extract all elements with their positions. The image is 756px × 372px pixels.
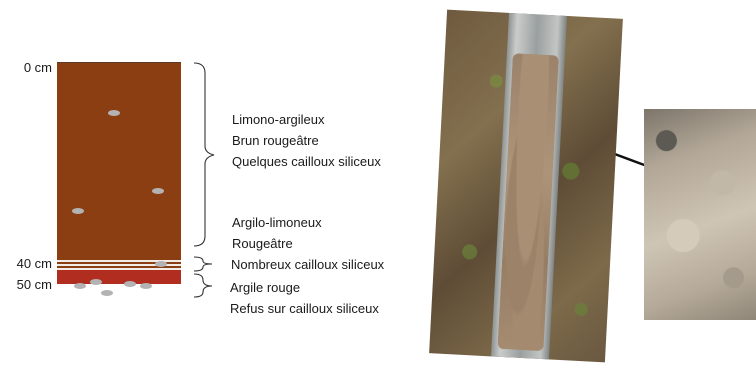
bracket-40cm — [194, 257, 212, 271]
description-line: Brun rougeâtre — [232, 130, 381, 151]
horizon-description-4: Argile rouge Refus sur cailloux siliceux — [230, 277, 379, 319]
description-line: Refus sur cailloux siliceux — [230, 298, 379, 319]
description-line: Argile rouge — [230, 277, 379, 298]
horizon-description-1: Limono-argileux Brun rougeâtre Quelques … — [232, 109, 381, 172]
description-line: Nombreux cailloux siliceux — [231, 254, 384, 275]
description-line: Quelques cailloux siliceux — [232, 151, 381, 172]
description-line: Rougeâtre — [232, 233, 322, 254]
field-photo-soil-core — [429, 10, 623, 363]
bracket-upper — [194, 63, 214, 246]
description-line: Argilo-limoneux — [232, 212, 322, 233]
horizon-description-3: Nombreux cailloux siliceux — [231, 254, 384, 275]
horizon-description-2: Argilo-limoneux Rougeâtre — [232, 212, 322, 254]
closeup-photo-soil-texture — [644, 109, 756, 320]
description-line: Limono-argileux — [232, 109, 381, 130]
bracket-50cm — [194, 274, 212, 297]
